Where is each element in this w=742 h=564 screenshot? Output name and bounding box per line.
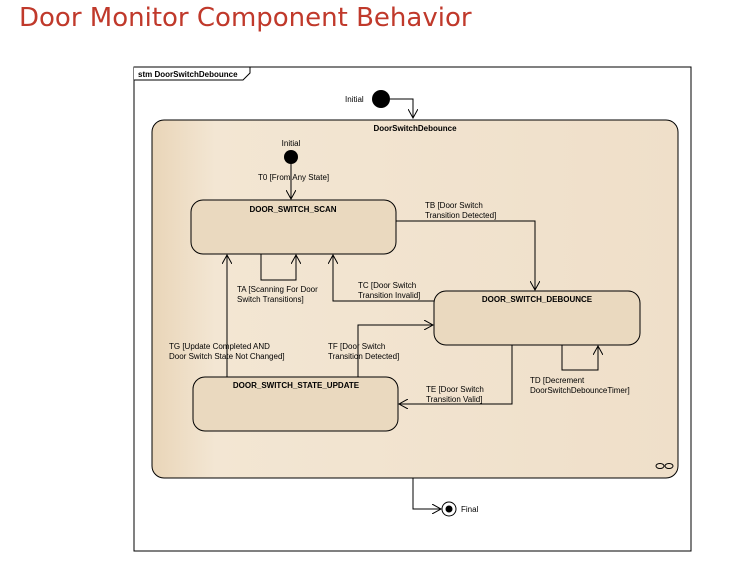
tc-arrow: [333, 255, 434, 302]
outer-initial-node: [372, 90, 390, 108]
final-label: Final: [461, 505, 479, 514]
final-node-inner: [445, 505, 453, 513]
tf-label-2: Transition Detected]: [328, 352, 399, 361]
tb-label-2: Transition Detected]: [425, 211, 496, 220]
te-label-2: Transition Valid]: [426, 395, 482, 404]
ta-arrow: [260, 254, 296, 281]
t0-label: T0 [From Any State]: [258, 173, 329, 182]
page-title: Door Monitor Component Behavior: [19, 3, 472, 33]
composite-icon: [655, 463, 674, 469]
tc-label-2: Transition Invalid]: [358, 291, 420, 300]
inner-initial-label: Initial: [282, 139, 301, 148]
outer-initial-label: Initial: [345, 95, 364, 104]
tb-label-1: TB [Door Switch: [425, 201, 483, 210]
state-door-switch-debounce: [433, 290, 641, 346]
td-label-1: TD [Decrement: [530, 376, 585, 385]
tc-label-1: TC [Door Switch: [358, 281, 416, 290]
te-label-1: TE [Door Switch: [426, 385, 484, 394]
td-arrow: [561, 345, 598, 371]
tb-arrow: [396, 220, 535, 290]
state-door-switch-scan-label: DOOR_SWITCH_SCAN: [249, 205, 336, 214]
ta-label-1: TA [Scanning For Door: [237, 285, 318, 294]
frame-label-tab: [134, 66, 251, 81]
final-transition: [412, 478, 441, 509]
tf-arrow: [357, 325, 433, 377]
outer-initial-transition: [390, 98, 413, 118]
te-arrow: [399, 345, 513, 404]
state-door-switch-debounce-label: DOOR_SWITCH_DEBOUNCE: [482, 295, 593, 304]
ta-label-2: Switch Transitions]: [237, 295, 304, 304]
frame-label: stm DoorSwitchDebounce: [138, 70, 238, 79]
td-label-2: DoorSwitchDebounceTimer]: [530, 386, 630, 395]
tg-label-2: Door Switch State Not Changed]: [169, 352, 285, 361]
state-door-switch-state-update-label: DOOR_SWITCH_STATE_UPDATE: [233, 381, 360, 390]
composite-state-label: DoorSwitchDebounce: [373, 124, 457, 133]
inner-initial-node: [284, 150, 298, 164]
tf-label-1: TF [Door Switch: [328, 342, 385, 351]
tg-label-1: TG [Update Completed AND: [169, 342, 270, 351]
